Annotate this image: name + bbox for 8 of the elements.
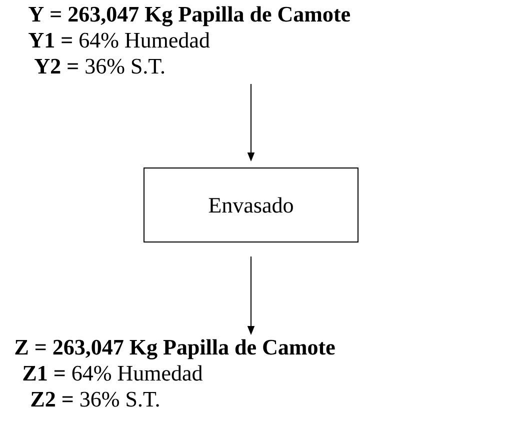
- process-box: [144, 168, 358, 242]
- text-line: Z2 = 36% S.T.: [31, 392, 159, 407]
- text-line: Y1 = 64% Humedad: [28, 32, 210, 48]
- text-line: Z = 263,047 Kg Papilla de Camote: [15, 339, 335, 360]
- text-line: Envasado: [208, 197, 293, 213]
- text-line: Y = 263,047 Kg Papilla de Camote: [28, 6, 350, 26]
- text-line: Y2 = 36% S.T.: [34, 58, 164, 74]
- text-line: Z1 = 64% Humedad: [23, 365, 202, 381]
